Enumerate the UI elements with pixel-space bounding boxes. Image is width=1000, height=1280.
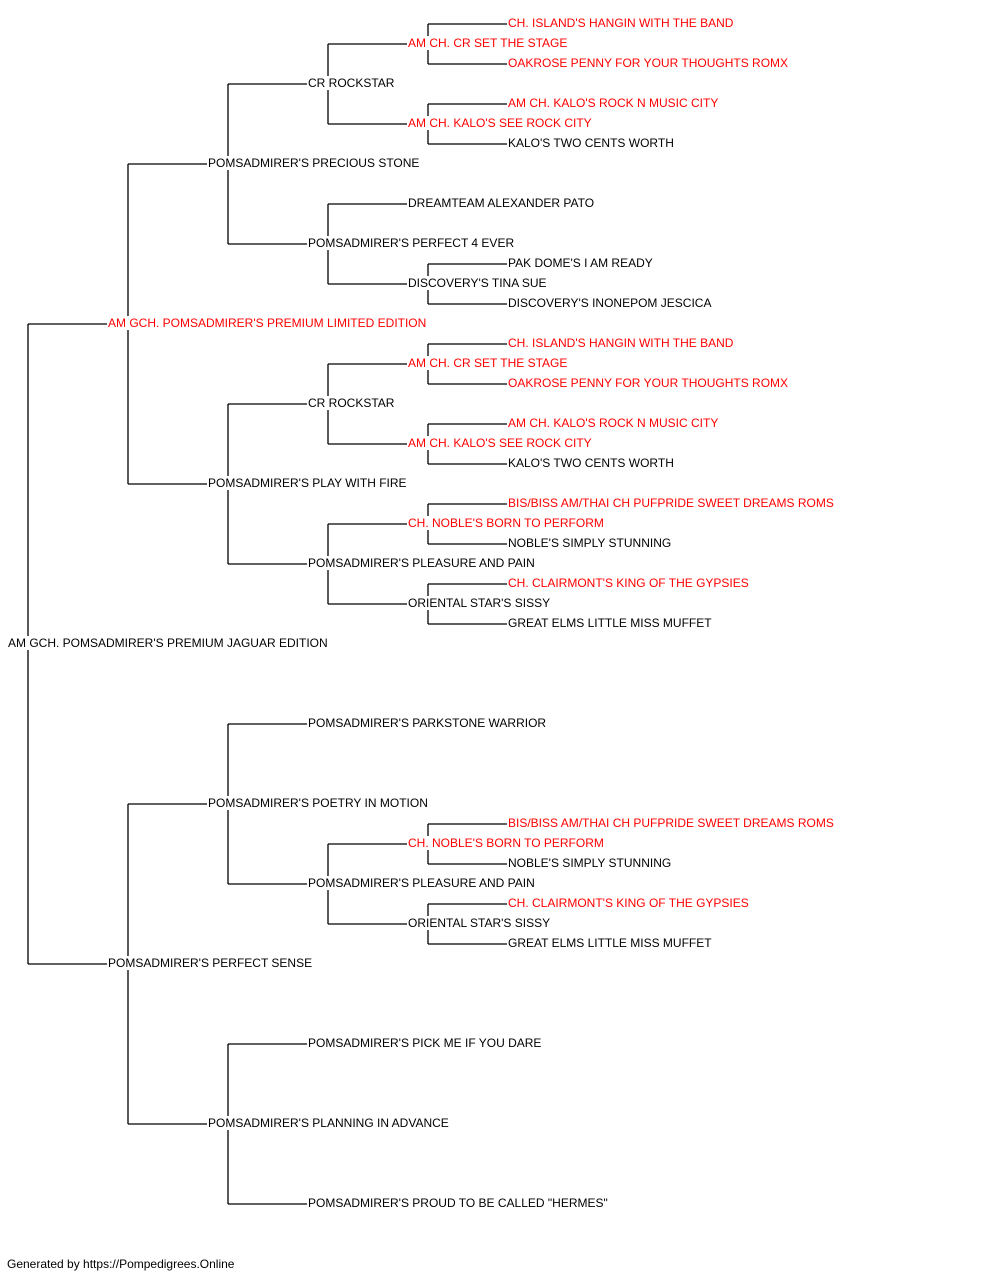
- ancestor-name-gen-5: BIS/BISS AM/THAI CH PUFPRIDE SWEET DREAM…: [507, 496, 835, 510]
- ancestor-name-gen-2: POMSADMIRER'S PLAY WITH FIRE: [207, 476, 408, 490]
- ancestor-name-gen-3: POMSADMIRER'S PERFECT 4 EVER: [307, 236, 516, 250]
- ancestor-name-gen-3: POMSADMIRER'S PICK ME IF YOU DARE: [307, 1036, 543, 1050]
- ancestor-name-gen-4: AM CH. KALO'S SEE ROCK CITY: [407, 116, 593, 130]
- ancestor-name-gen-4: AM CH. KALO'S SEE ROCK CITY: [407, 436, 593, 450]
- ancestor-name-gen-5: NOBLE'S SIMPLY STUNNING: [507, 856, 673, 870]
- ancestor-name-gen-4: ORIENTAL STAR'S SISSY: [407, 596, 552, 610]
- generated-by-footer: Generated by https://Pompedigrees.Online: [7, 1257, 235, 1271]
- ancestor-name-gen-4: CH. NOBLE'S BORN TO PERFORM: [407, 516, 605, 530]
- ancestor-name-gen-5: KALO'S TWO CENTS WORTH: [507, 456, 675, 470]
- ancestor-name-gen-4: CH. NOBLE'S BORN TO PERFORM: [407, 836, 605, 850]
- ancestor-name-gen-4: AM CH. CR SET THE STAGE: [407, 356, 569, 370]
- ancestor-name-gen-5: CH. CLAIRMONT'S KING OF THE GYPSIES: [507, 576, 750, 590]
- ancestor-name-gen-3: POMSADMIRER'S PROUD TO BE CALLED "HERMES…: [307, 1196, 609, 1210]
- ancestor-name-gen-5: AM CH. KALO'S ROCK N MUSIC CITY: [507, 416, 720, 430]
- ancestor-name-gen-5: KALO'S TWO CENTS WORTH: [507, 136, 675, 150]
- ancestor-name-gen-5: CH. ISLAND'S HANGIN WITH THE BAND: [507, 16, 735, 30]
- ancestor-name-gen-5: NOBLE'S SIMPLY STUNNING: [507, 536, 673, 550]
- ancestor-name-gen-3: CR ROCKSTAR: [307, 396, 396, 410]
- ancestor-name-gen-5: GREAT ELMS LITTLE MISS MUFFET: [507, 616, 713, 630]
- ancestor-name-gen-2: POMSADMIRER'S PLANNING IN ADVANCE: [207, 1116, 450, 1130]
- ancestor-name-gen-5: OAKROSE PENNY FOR YOUR THOUGHTS ROMX: [507, 376, 790, 390]
- ancestor-name-gen-1: POMSADMIRER'S PERFECT SENSE: [107, 956, 314, 970]
- ancestor-name-gen-1: AM GCH. POMSADMIRER'S PREMIUM LIMITED ED…: [107, 316, 428, 330]
- ancestor-name-gen-5: GREAT ELMS LITTLE MISS MUFFET: [507, 936, 713, 950]
- ancestor-name-gen-5: AM CH. KALO'S ROCK N MUSIC CITY: [507, 96, 720, 110]
- ancestor-name-gen-3: POMSADMIRER'S PLEASURE AND PAIN: [307, 876, 536, 890]
- ancestor-name-gen-2: POMSADMIRER'S POETRY IN MOTION: [207, 796, 429, 810]
- ancestor-name-gen-4: DISCOVERY'S TINA SUE: [407, 276, 548, 290]
- ancestor-name-gen-5: BIS/BISS AM/THAI CH PUFPRIDE SWEET DREAM…: [507, 816, 835, 830]
- ancestor-name-gen-5: CH. CLAIRMONT'S KING OF THE GYPSIES: [507, 896, 750, 910]
- ancestor-name-gen-4: ORIENTAL STAR'S SISSY: [407, 916, 552, 930]
- ancestor-name-gen-5: OAKROSE PENNY FOR YOUR THOUGHTS ROMX: [507, 56, 790, 70]
- ancestor-name-gen-2: POMSADMIRER'S PRECIOUS STONE: [207, 156, 421, 170]
- ancestor-name-gen-4: DREAMTEAM ALEXANDER PATO: [407, 196, 596, 210]
- ancestor-name-gen-5: PAK DOME'S I AM READY: [507, 256, 654, 270]
- ancestor-name-gen-3: CR ROCKSTAR: [307, 76, 396, 90]
- ancestor-name-gen-5: CH. ISLAND'S HANGIN WITH THE BAND: [507, 336, 735, 350]
- ancestor-name-gen-3: POMSADMIRER'S PLEASURE AND PAIN: [307, 556, 536, 570]
- ancestor-name-gen-4: AM CH. CR SET THE STAGE: [407, 36, 569, 50]
- subject-dog-name: AM GCH. POMSADMIRER'S PREMIUM JAGUAR EDI…: [7, 636, 329, 650]
- ancestor-name-gen-5: DISCOVERY'S INONEPOM JESCICA: [507, 296, 713, 310]
- ancestor-name-gen-3: POMSADMIRER'S PARKSTONE WARRIOR: [307, 716, 548, 730]
